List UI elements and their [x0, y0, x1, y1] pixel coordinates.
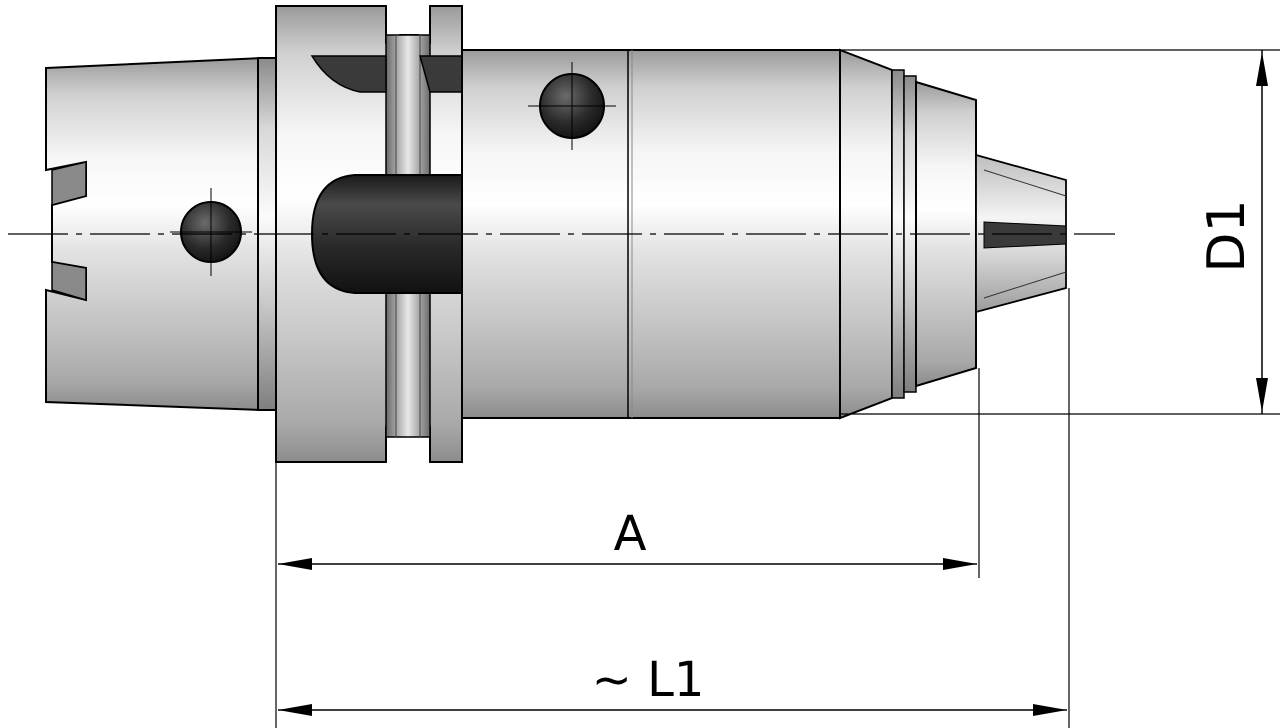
- d1-label: D1: [1197, 199, 1257, 272]
- shank-hole: [170, 188, 252, 276]
- dimension-d1: D1: [840, 49, 1280, 415]
- dimension-a: A: [275, 368, 980, 728]
- dimension-l1: ~ L1: [278, 288, 1070, 728]
- a-label: A: [614, 506, 647, 562]
- l1-label: ~ L1: [592, 652, 705, 708]
- body-hole: [528, 62, 616, 150]
